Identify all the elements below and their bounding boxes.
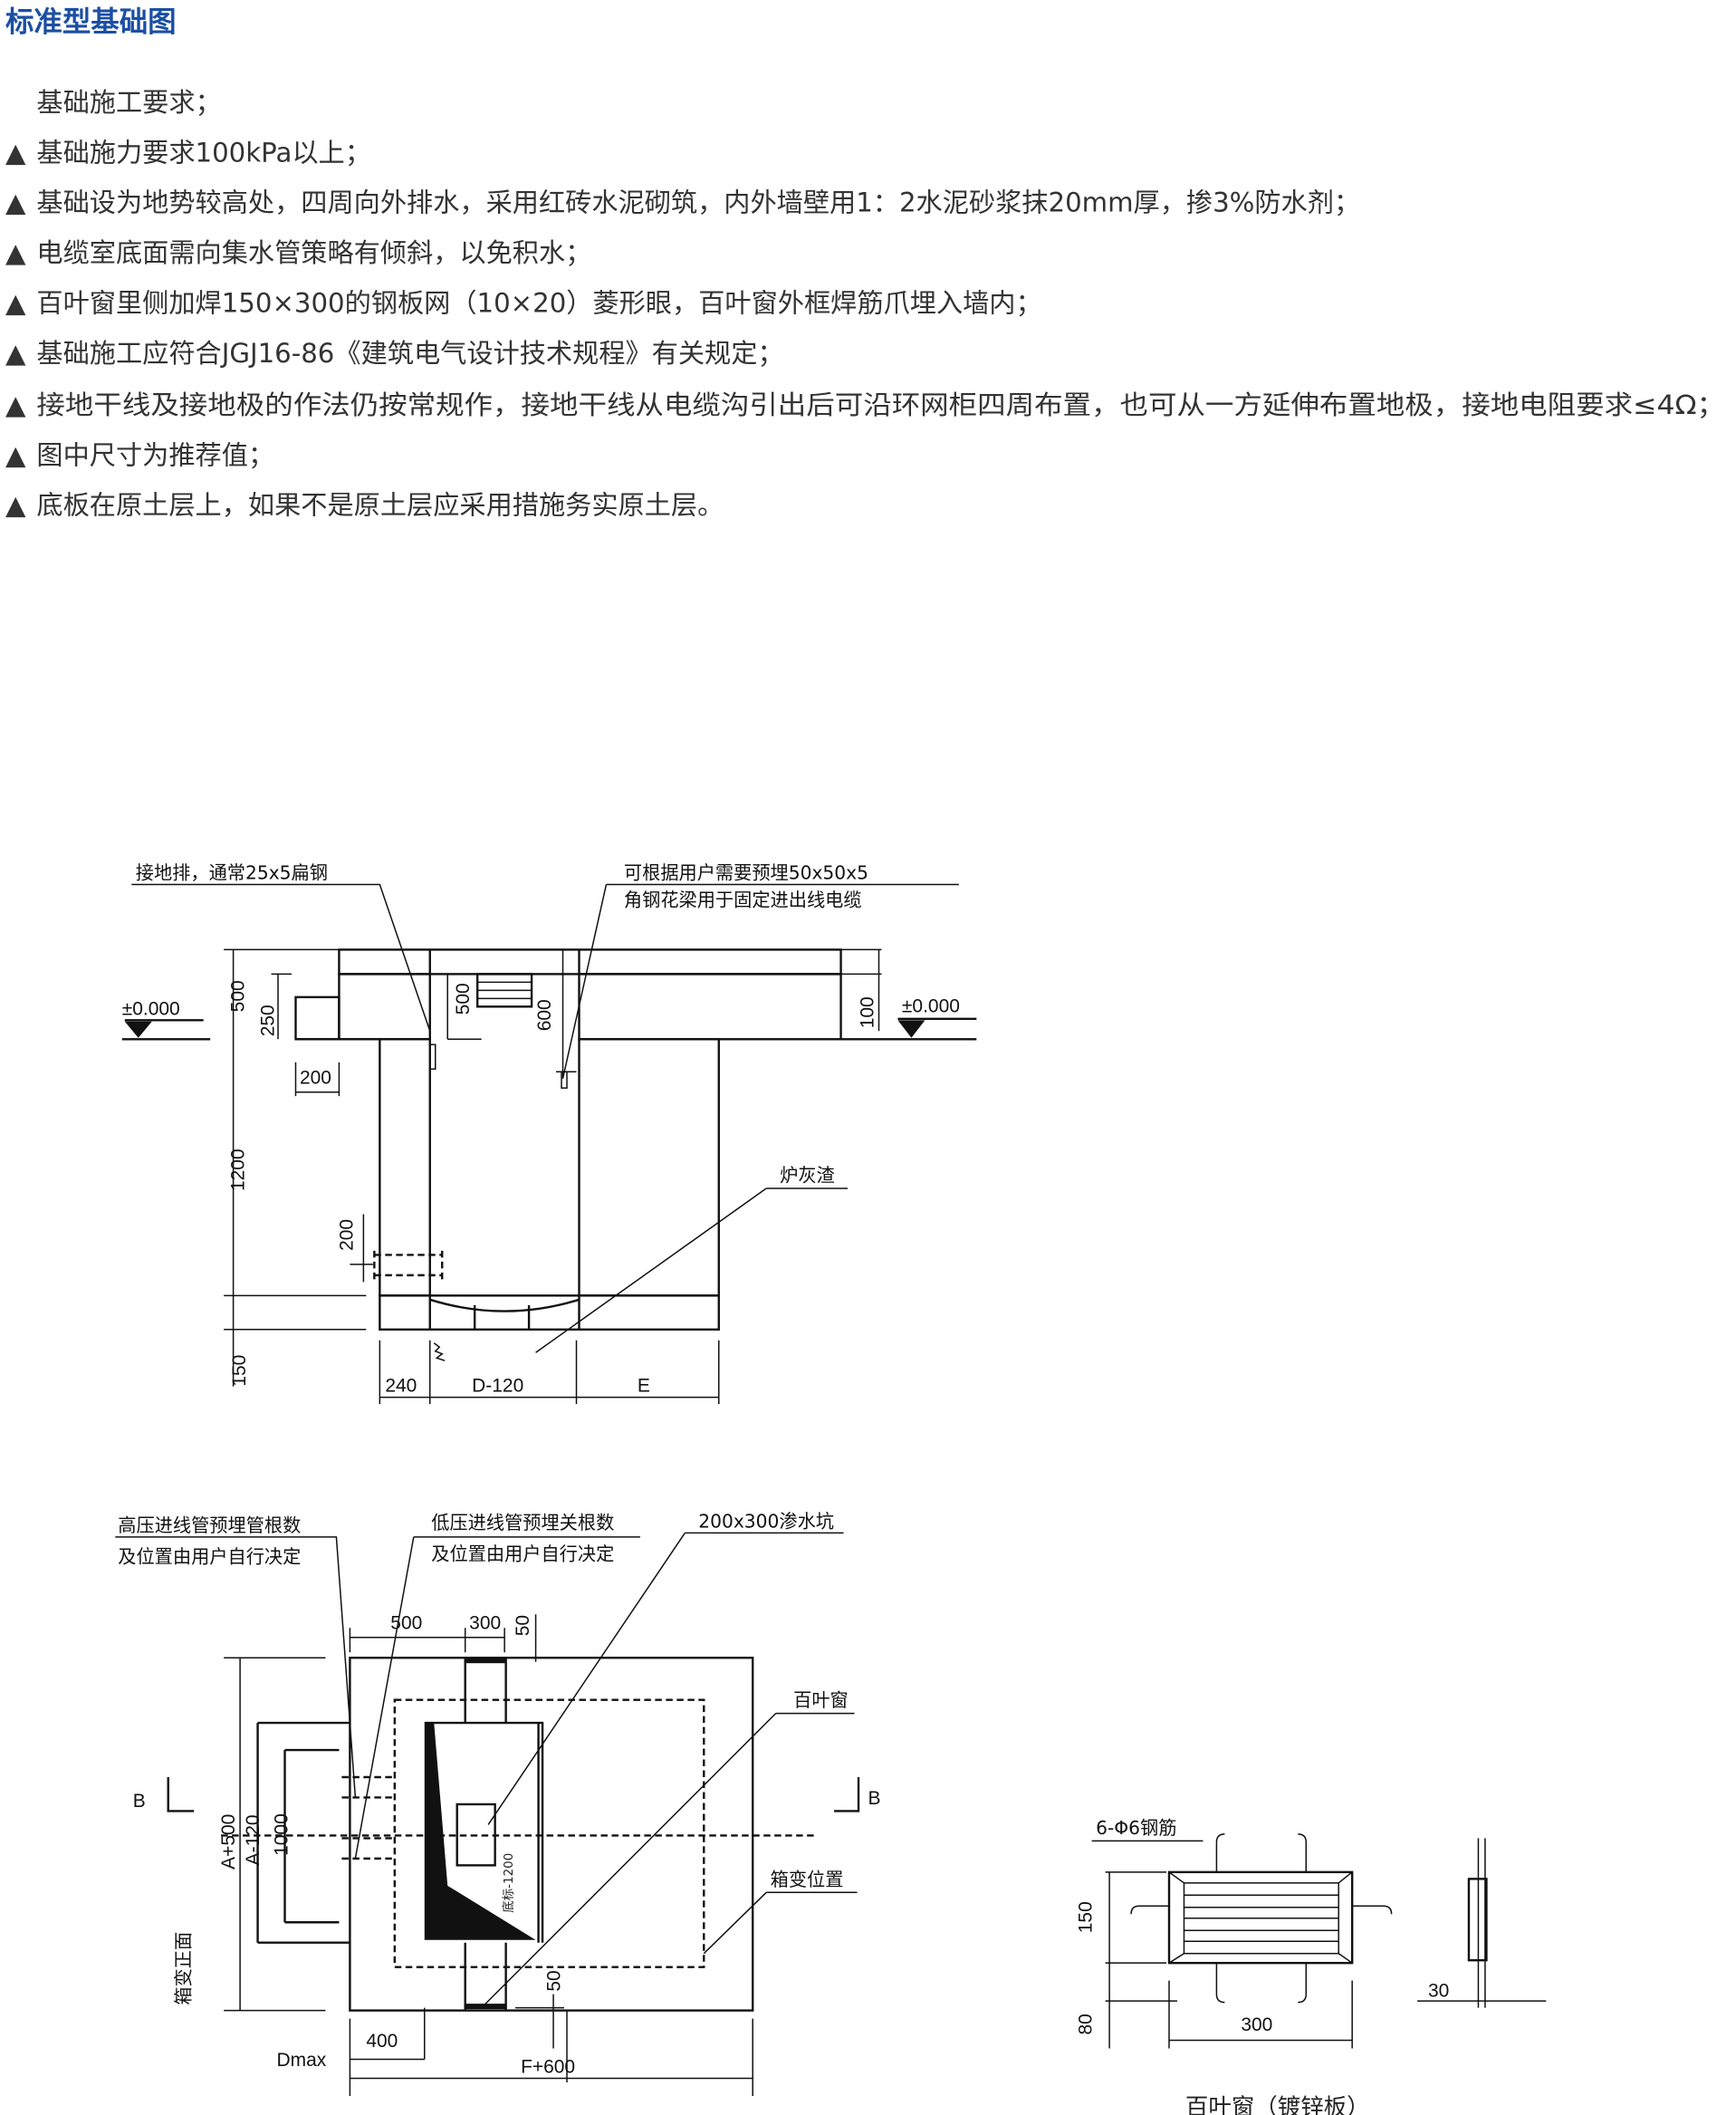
bullet-icon: ▲ bbox=[5, 237, 26, 268]
note-sump: 200x300渗水坑 bbox=[698, 1510, 834, 1532]
dim-dmax: Dmax bbox=[277, 2050, 327, 2071]
list-item: ▲ 底板在原土层上，如果不是原土层应采用措施务实原土层。 bbox=[5, 490, 724, 521]
requirement-text: 底板在原土层上，如果不是原土层应采用措施务实原土层。 bbox=[36, 490, 724, 521]
drain-symbol-icon bbox=[433, 1342, 446, 1361]
dim-e: E bbox=[638, 1376, 650, 1397]
requirement-text: 基础施力要求100kPa以上； bbox=[36, 137, 370, 168]
plan-drawing: B B 500 300 50 50 A+500 A-120 1000 箱变正面 … bbox=[115, 1510, 880, 2096]
dim-50-top: 50 bbox=[513, 1615, 533, 1636]
ground-level-marker-left: ±0.000 bbox=[122, 998, 204, 1038]
bullet-icon: ▲ bbox=[5, 338, 26, 369]
bullet-icon: ▲ bbox=[5, 439, 26, 470]
list-item: ▲ 接地干线及接地极的作法仍按常规作，接地干线从电缆沟引出后可沿环网柜四周布置，也… bbox=[5, 389, 1725, 420]
slope-fill bbox=[424, 1723, 536, 1940]
note-lv-conduit-1: 低压进线管预埋关根数 bbox=[431, 1512, 614, 1533]
rebar-hook-icon bbox=[1130, 1833, 1393, 2004]
dim-400: 400 bbox=[366, 2031, 398, 2052]
dim-1200: 1200 bbox=[228, 1149, 249, 1191]
label-rebar: 6-Φ6钢筋 bbox=[1096, 1817, 1176, 1839]
dim-f-plus-600: F+600 bbox=[521, 2056, 575, 2077]
dim-150: 150 bbox=[1076, 1901, 1097, 1933]
dim-200-horizontal: 200 bbox=[300, 1068, 331, 1089]
note-hv-conduit-2: 及位置由用户自行决定 bbox=[118, 1545, 301, 1567]
section-mark-b-right: B bbox=[868, 1788, 881, 1809]
label-bottom-elevation: 底标-1200 bbox=[502, 1853, 516, 1913]
ground-level-label: ±0.000 bbox=[122, 998, 180, 1019]
note-angle-steel-2: 角钢花梁用于固定进出线电缆 bbox=[624, 889, 862, 911]
dim-300: 300 bbox=[469, 1613, 501, 1634]
bullet-icon: ▲ bbox=[5, 187, 26, 218]
note-louver: 百叶窗 bbox=[793, 1689, 849, 1711]
dim-a-minus-120: A-120 bbox=[243, 1814, 264, 1865]
note-hv-conduit-1: 高压进线管预埋管根数 bbox=[118, 1514, 301, 1536]
bullet-icon: ▲ bbox=[5, 288, 26, 319]
dim-600: 600 bbox=[534, 999, 555, 1031]
requirement-text: 电缆室底面需向集水管策略有倾斜，以免积水； bbox=[36, 237, 591, 268]
louver-caption: 百叶窗（镀锌板） bbox=[1185, 2094, 1370, 2115]
dim-50-bottom: 50 bbox=[544, 1970, 565, 1991]
list-item: ▲ 基础设为地势较高处，四周向外排水，采用红砖水泥砌筑，内外墙壁用1：2水泥砂浆抹… bbox=[5, 187, 1360, 218]
list-item: ▲ 电缆室底面需向集水管策略有倾斜，以免积水； bbox=[5, 237, 591, 268]
bullet-icon: ▲ bbox=[5, 137, 26, 168]
list-item: ▲ 百叶窗里侧加焊150×300的钢板网（10×20）菱形眼，百叶窗外框焊筋爪埋入… bbox=[5, 288, 1042, 319]
requirements-list: ▲ 基础施力要求100kPa以上； ▲ 基础设为地势较高处，四周向外排水，采用红砖水… bbox=[5, 137, 1725, 520]
note-ash: 炉灰渣 bbox=[780, 1165, 835, 1187]
dim-240: 240 bbox=[385, 1376, 417, 1397]
ground-level-marker-right: ±0.000 bbox=[897, 995, 977, 1038]
bullet-icon: ▲ bbox=[5, 389, 26, 420]
page-title: 标准型基础图 bbox=[5, 6, 177, 39]
requirement-text: 接地干线及接地极的作法仍按常规作，接地干线从电缆沟引出后可沿环网柜四周布置，也可… bbox=[36, 389, 1725, 420]
dim-250: 250 bbox=[258, 1005, 279, 1036]
dim-500-opening: 500 bbox=[453, 983, 474, 1014]
dim-80: 80 bbox=[1076, 2014, 1097, 2034]
dim-200-vertical: 200 bbox=[336, 1219, 357, 1251]
dim-500: 500 bbox=[228, 980, 249, 1012]
note-lv-conduit-2: 及位置由用户自行决定 bbox=[431, 1543, 614, 1564]
requirement-text: 基础施工应符合JGJ16-86《建筑电气设计技术规程》有关规定； bbox=[36, 338, 783, 369]
note-transformer-position: 箱变位置 bbox=[771, 1869, 844, 1890]
note-angle-steel-1: 可根据用户需要预埋50x50x5 bbox=[624, 862, 868, 884]
note-ground-bar: 接地排，通常25x5扁钢 bbox=[136, 862, 328, 884]
dim-a-plus-500: A+500 bbox=[218, 1814, 239, 1870]
louver-detail: 6-Φ6钢筋 150 80 300 30 百叶窗（镀锌板） bbox=[1076, 1817, 1547, 2115]
dim-30: 30 bbox=[1428, 1981, 1449, 2002]
requirement-text: 百叶窗里侧加焊150×300的钢板网（10×20）菱形眼，百叶窗外框焊筋爪埋入墙… bbox=[36, 288, 1041, 319]
requirement-text: 基础设为地势较高处，四周向外排水，采用红砖水泥砌筑，内外墙壁用1：2水泥砂浆抹2… bbox=[36, 187, 1360, 218]
list-item: ▲ 基础施力要求100kPa以上； bbox=[5, 137, 371, 168]
dim-1000: 1000 bbox=[272, 1813, 293, 1856]
requirements-heading: 基础施工要求； bbox=[36, 87, 221, 118]
dim-d-120: D-120 bbox=[472, 1376, 523, 1397]
list-item: ▲ 基础施工应符合JGJ16-86《建筑电气设计技术规程》有关规定； bbox=[5, 338, 784, 369]
dim-100: 100 bbox=[857, 996, 878, 1028]
louver-icon bbox=[475, 973, 533, 1008]
section-drawing: ±0.000 ±0.000 500 250 200 1200 200 150 5… bbox=[121, 862, 977, 1405]
label-front: 箱变正面 bbox=[173, 1932, 195, 2005]
ground-level-label: ±0.000 bbox=[902, 995, 960, 1016]
list-item: ▲ 图中尺寸为推荐值； bbox=[5, 439, 274, 470]
section-mark-b-left: B bbox=[133, 1791, 146, 1812]
requirement-text: 图中尺寸为推荐值； bbox=[36, 439, 274, 470]
dim-500: 500 bbox=[390, 1613, 422, 1634]
dim-300: 300 bbox=[1241, 2014, 1272, 2035]
bullet-icon: ▲ bbox=[5, 490, 26, 521]
dim-150: 150 bbox=[229, 1355, 250, 1387]
